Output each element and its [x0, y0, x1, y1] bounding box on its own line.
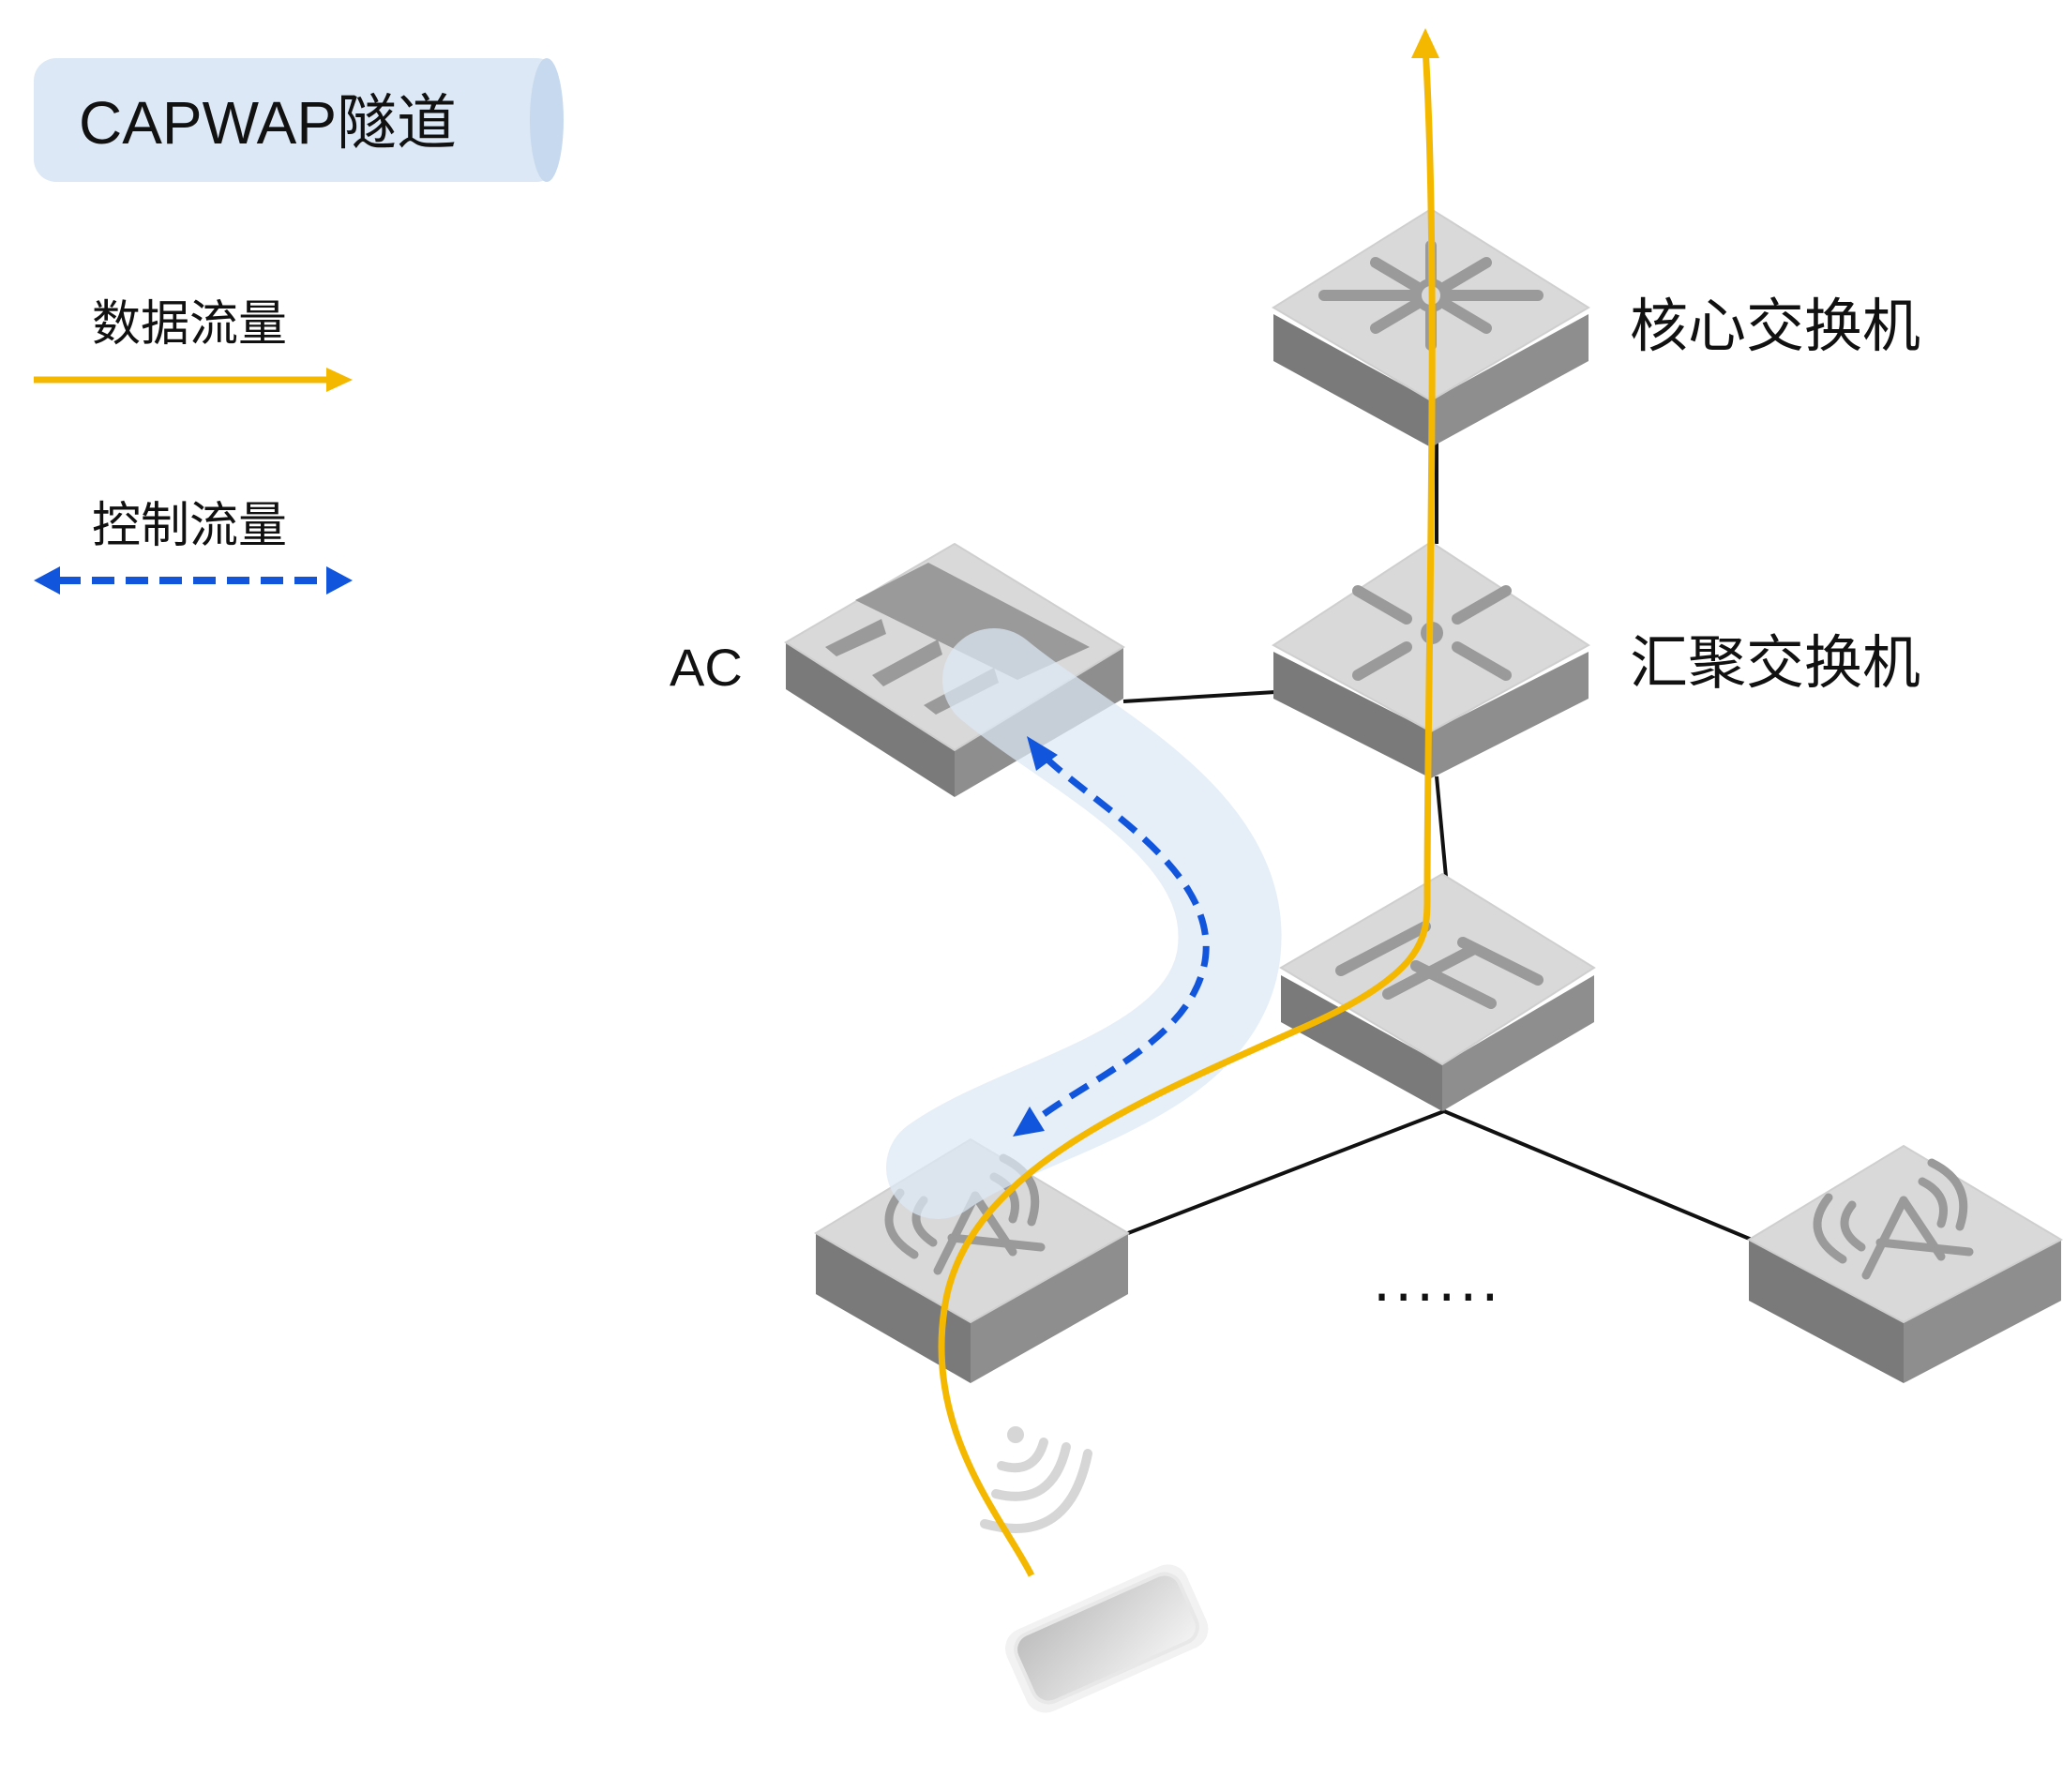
data-flow-path: [938, 28, 1439, 1577]
access-point-2: [1746, 1144, 2063, 1383]
legend-control-flow-arrow: [34, 566, 353, 595]
links: [1122, 437, 1753, 1242]
link-ac-aggregation: [1122, 690, 1276, 703]
legend-data-flow-arrow: [34, 368, 353, 392]
ac-label: AC: [670, 638, 743, 697]
legend-control-flow-label: 控制流量: [92, 498, 287, 554]
more-access-points-ellipsis: ......: [1373, 1249, 1502, 1315]
link-access-ap2: [1443, 1109, 1753, 1242]
core-switch: 核心交换机: [1272, 207, 1920, 447]
link-access-ap1: [1127, 1109, 1445, 1235]
wifi-signal-icon: [980, 1426, 1092, 1533]
aggregation-switch: 汇聚交换机: [1272, 540, 1920, 778]
capwap-tunnel: [886, 628, 1282, 1219]
legend-tunnel-swatch: CAPWAP隧道: [34, 58, 564, 182]
legend: CAPWAP隧道 数据流量 控制流量: [34, 58, 564, 595]
control-flow-path: [1013, 736, 1210, 1137]
core-switch-label: 核心交换机: [1630, 292, 1920, 360]
aggregation-switch-icon: [1352, 585, 1512, 681]
smartphone: [1005, 1564, 1209, 1713]
access-switch: [1279, 872, 1596, 1111]
link-aggregation-access: [1435, 776, 1448, 878]
legend-tunnel-label: CAPWAP隧道: [79, 89, 457, 157]
ap2-antenna-icon: [1813, 1158, 1974, 1280]
access-switch-icon: [1335, 921, 1543, 1009]
aggregation-switch-label: 汇聚交换机: [1630, 628, 1920, 697]
legend-data-flow-label: 数据流量: [92, 296, 287, 353]
